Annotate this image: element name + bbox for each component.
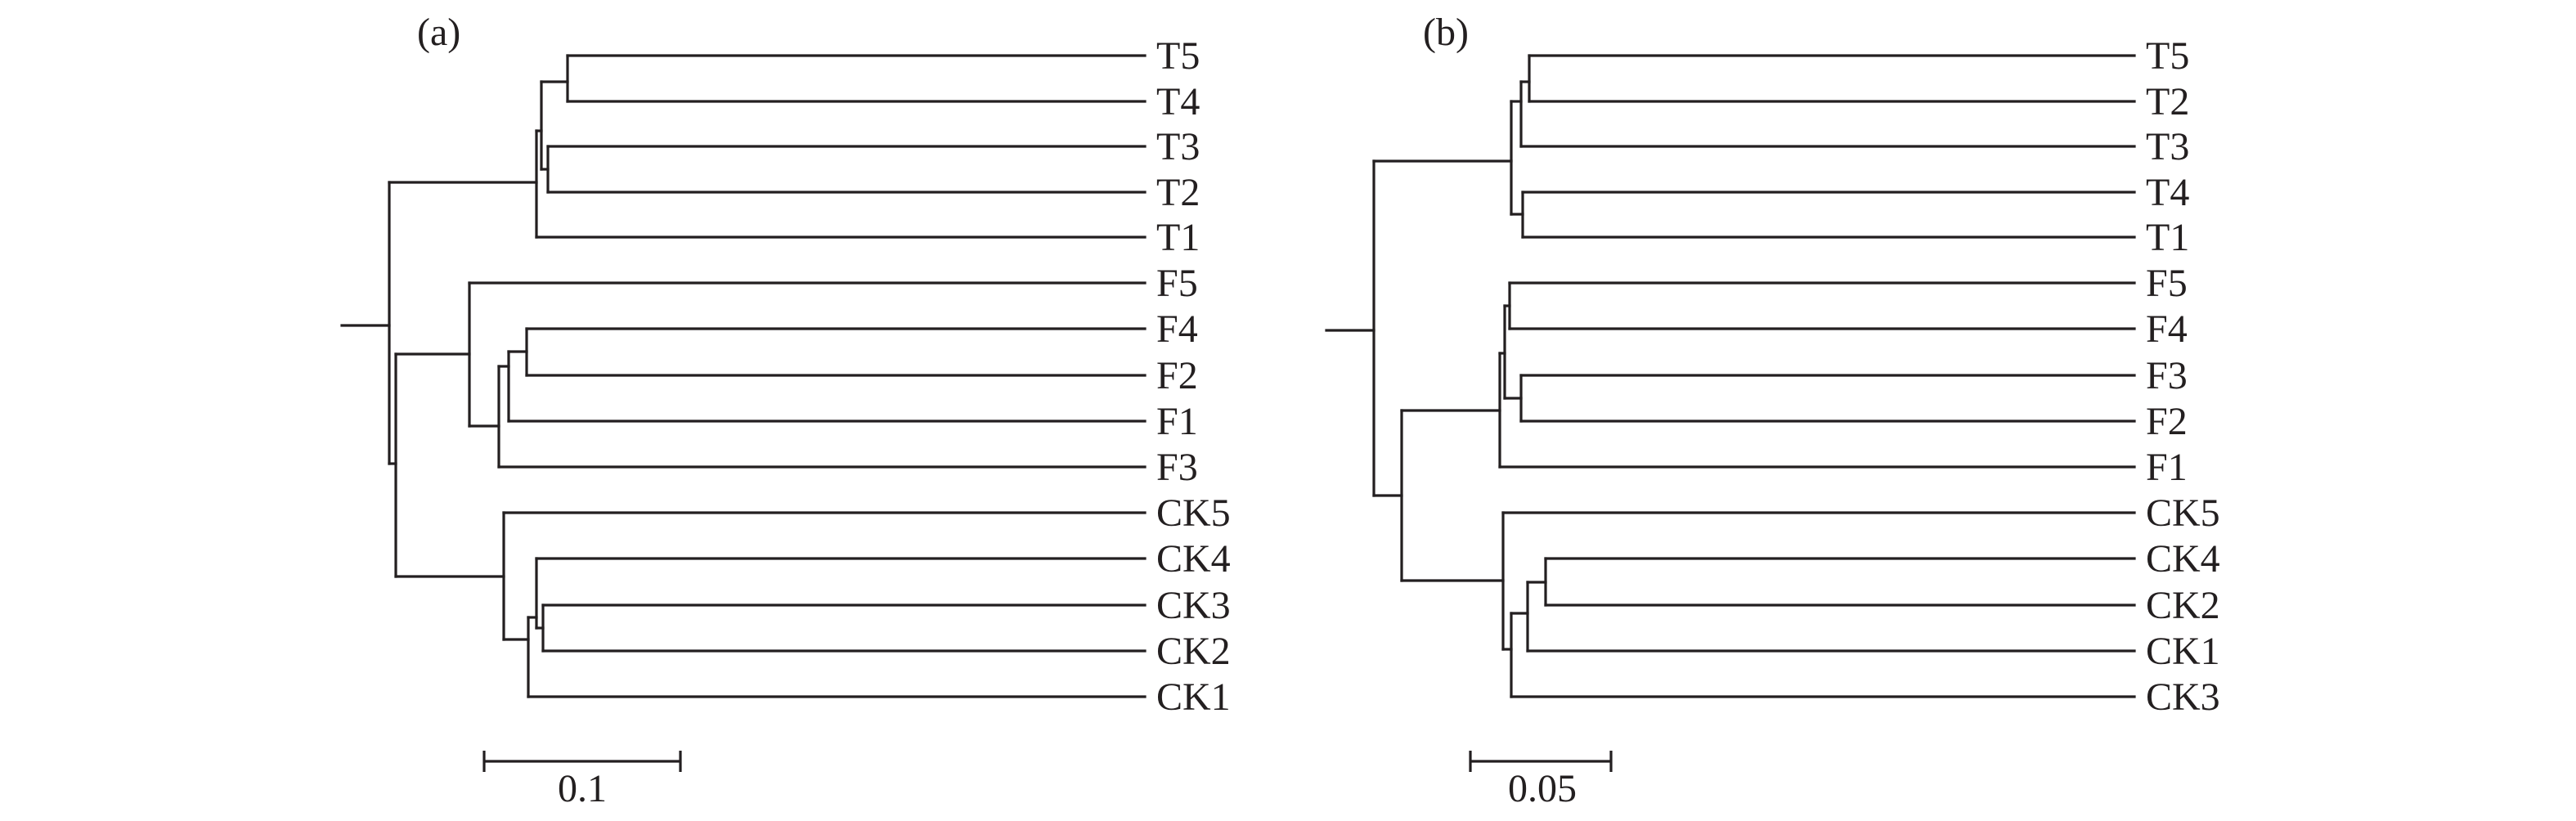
tree-branches-b [1325, 54, 2136, 698]
tip-label: CK3 [1156, 584, 1231, 627]
tip-label: F3 [1156, 446, 1198, 489]
tip-label: F1 [2146, 446, 2188, 489]
tip-label: T2 [2146, 80, 2189, 123]
tip-label: T5 [2146, 34, 2189, 78]
scale-bar-label: 0.1 [558, 767, 607, 810]
tip-labels-b: T5 T2 T3 T4 T1 F5 F4 F3 F2 F1 CK5 CK4 CK… [2146, 34, 2220, 719]
tip-label: F2 [1156, 354, 1198, 397]
tip-label: T4 [2146, 171, 2189, 214]
tip-label: CK1 [1156, 675, 1231, 719]
tip-label: F5 [1156, 262, 1198, 305]
tip-label: F2 [2146, 400, 2188, 443]
tip-labels-a: T5 T4 T3 T2 T1 F5 F4 F2 F1 F3 CK5 CK4 CK… [1156, 34, 1231, 719]
tip-label: F4 [2146, 307, 2188, 351]
tip-label: F3 [2146, 354, 2188, 397]
tree-branches-a [340, 54, 1147, 698]
tip-label: F4 [1156, 307, 1198, 351]
tip-label: CK3 [2146, 675, 2220, 719]
tip-label: T3 [1156, 125, 1200, 168]
tip-label: T1 [2146, 216, 2189, 259]
tip-label: CK2 [1156, 630, 1231, 673]
tip-label: T5 [1156, 34, 1200, 78]
tip-label: CK5 [1156, 491, 1231, 535]
panel-label-a: (a) [417, 11, 460, 54]
scale-bar-a: 0.1 [482, 751, 682, 810]
tip-label: T2 [1156, 171, 1200, 214]
tip-label: F5 [2146, 262, 2188, 305]
scale-bar-b: 0.05 [1469, 751, 1613, 810]
tip-label: F1 [1156, 400, 1198, 443]
tip-label: T3 [2146, 125, 2189, 168]
tip-label: CK4 [2146, 537, 2220, 581]
tip-label: CK1 [2146, 630, 2220, 673]
tip-label: CK5 [2146, 491, 2220, 535]
tip-label: T4 [1156, 80, 1200, 123]
dendrogram-panel-b: (b) [1325, 11, 2220, 810]
tip-label: CK2 [2146, 584, 2220, 627]
tip-label: T1 [1156, 216, 1200, 259]
scale-bar-label: 0.05 [1508, 767, 1577, 810]
dendrogram-panel-a: (a) [340, 11, 1231, 810]
tip-label: CK4 [1156, 537, 1231, 581]
panel-label-b: (b) [1423, 11, 1469, 54]
